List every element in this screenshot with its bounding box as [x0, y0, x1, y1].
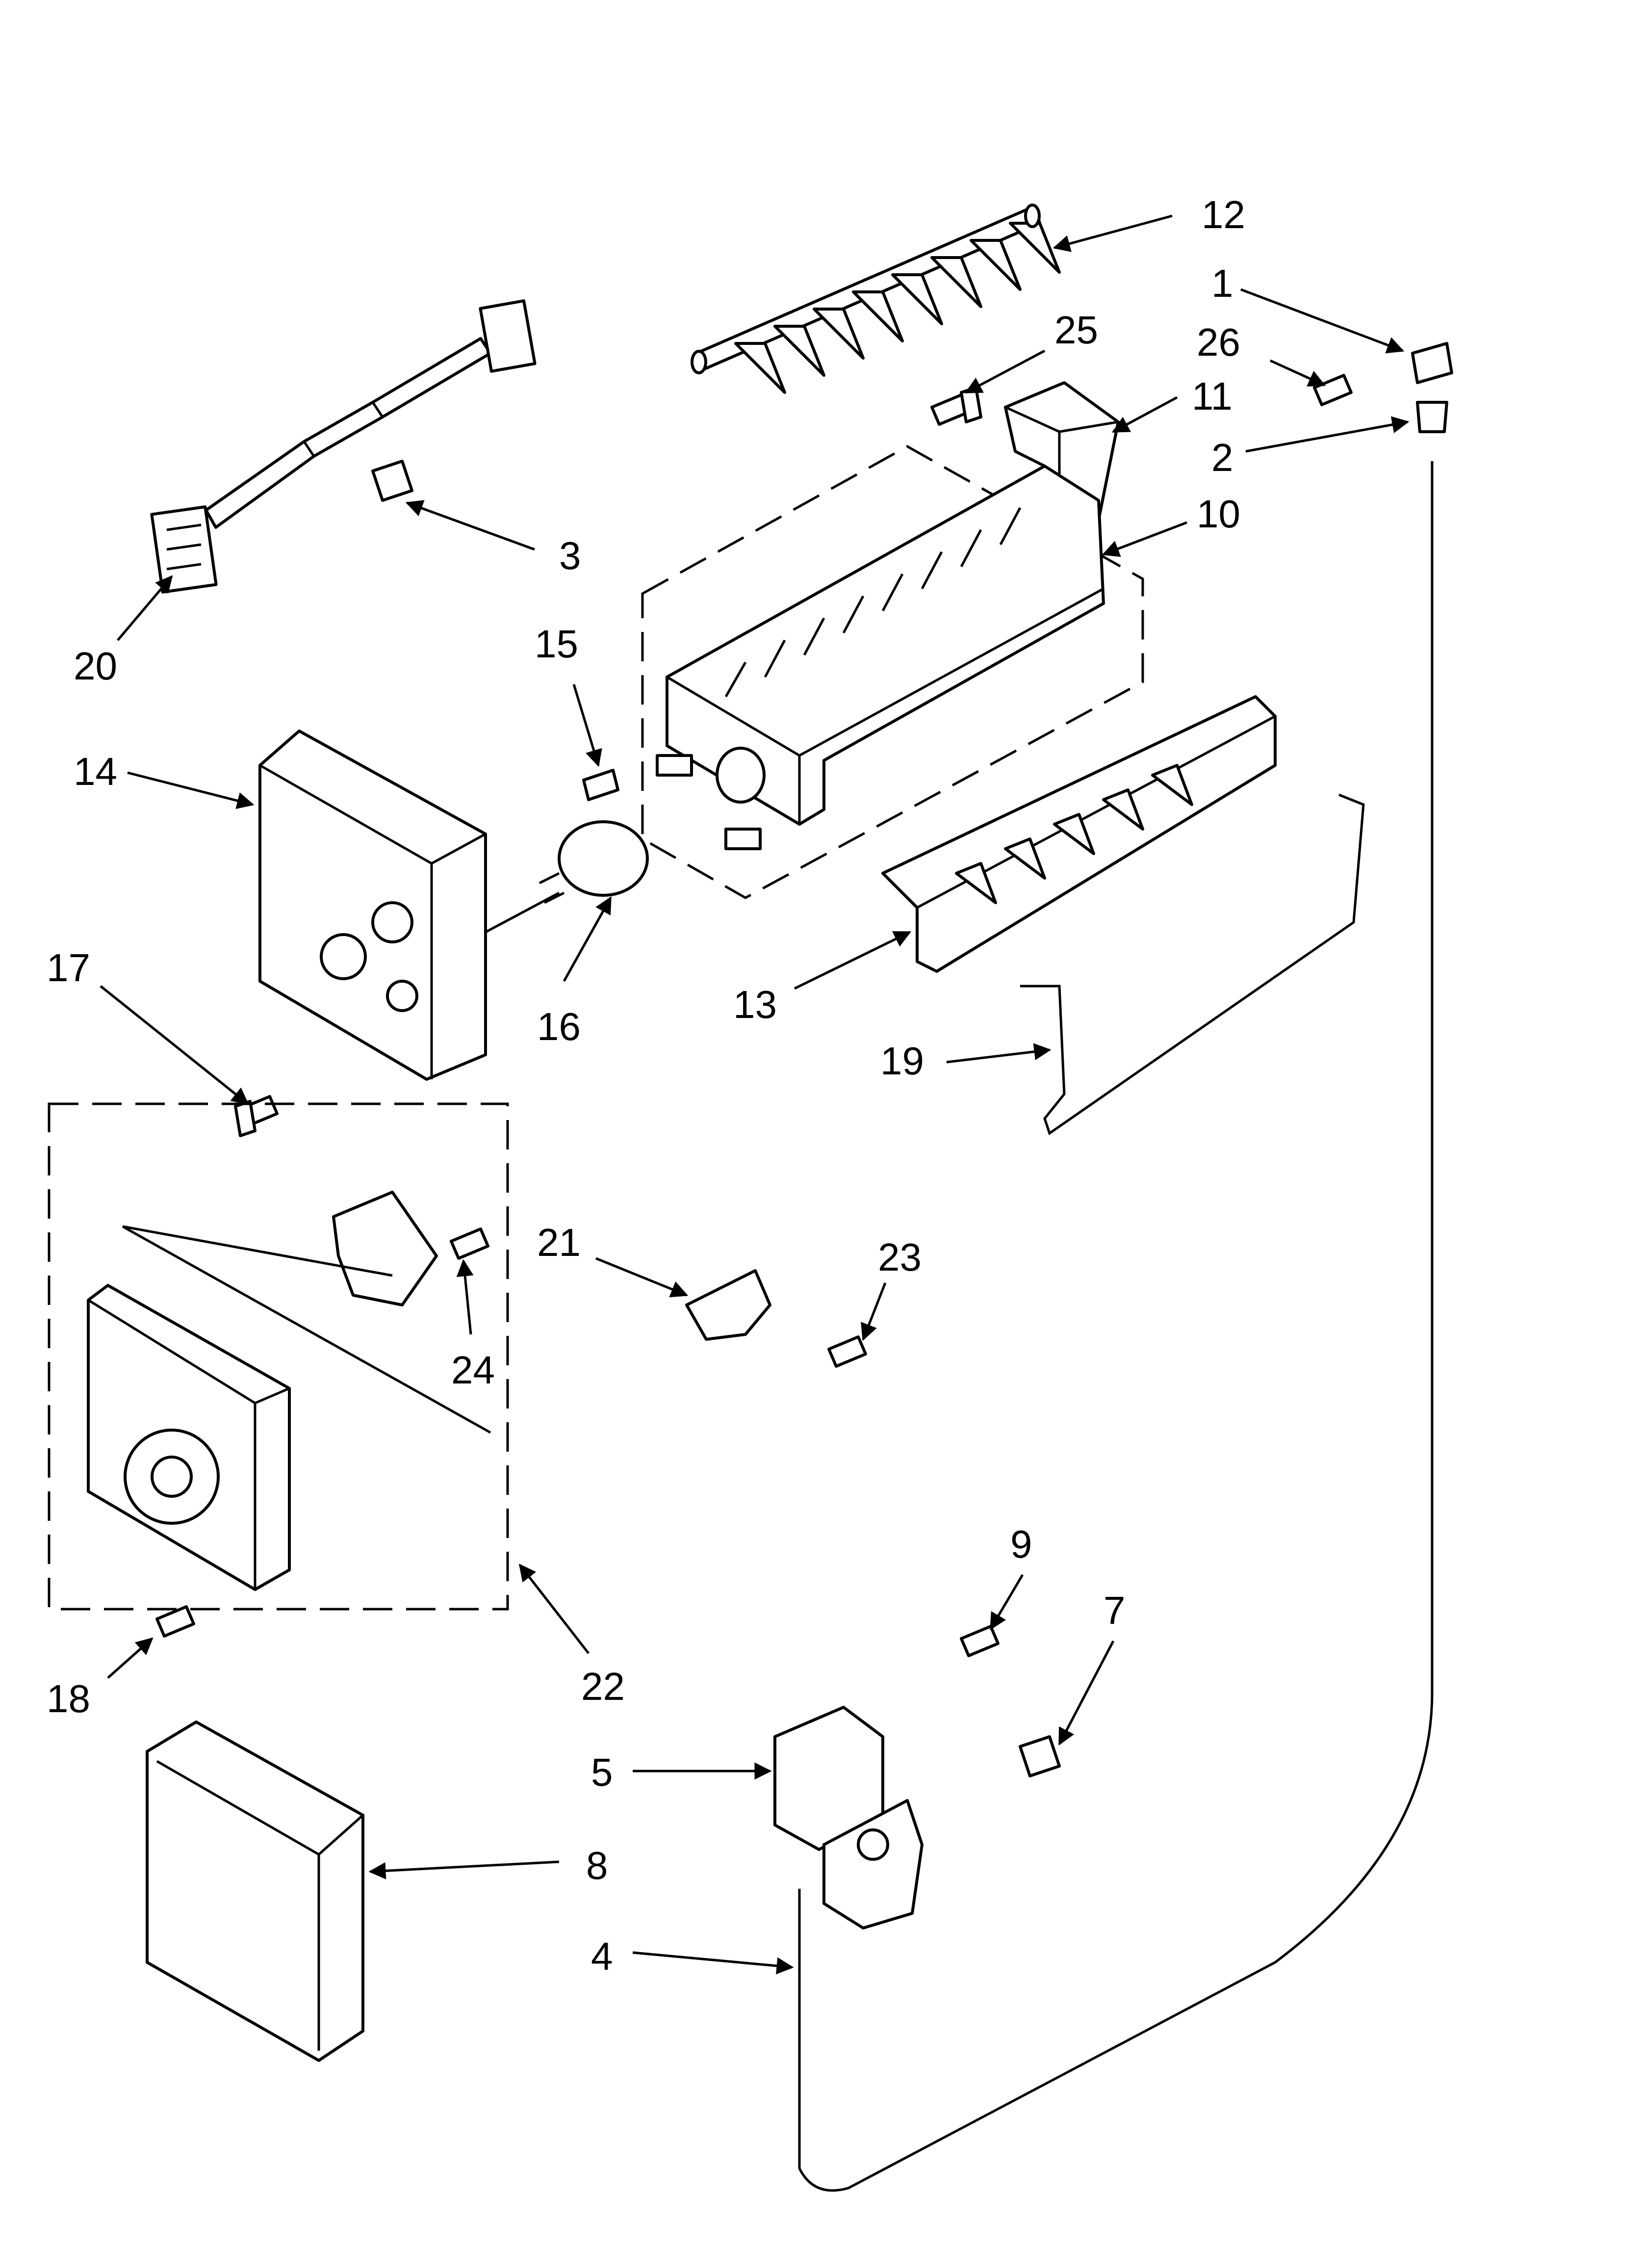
control-module-part-22 [48, 1102, 509, 1611]
callout-16: 16 [537, 1005, 581, 1048]
icemaker-housing-part-14 [258, 730, 560, 1081]
ice-mold-part-10 [641, 445, 1144, 899]
screw-part-18 [155, 1605, 195, 1638]
callout-11: 11 [1192, 374, 1232, 418]
callout-19: 19 [880, 1039, 924, 1083]
ejector-rail-part-12 [691, 204, 1061, 394]
thermostat-part-16 [539, 820, 649, 904]
bracket-part-21 [685, 1269, 771, 1341]
callout-23: 23 [878, 1235, 922, 1279]
callout-21: 21 [537, 1221, 581, 1264]
callout-labels: 12 1 25 26 11 2 10 3 20 15 14 17 16 13 1… [47, 193, 1245, 1978]
callout-9: 9 [1010, 1522, 1032, 1566]
harness-clip-part-3 [371, 460, 413, 502]
screw-part-23 [827, 1335, 867, 1368]
callout-2: 2 [1211, 436, 1233, 479]
callout-4: 4 [591, 1934, 613, 1978]
screw-part-9 [960, 1625, 1000, 1657]
callout-17: 17 [47, 946, 90, 990]
clip-part-15 [582, 769, 619, 801]
callout-18: 18 [47, 1677, 90, 1721]
callout-26: 26 [1197, 320, 1240, 364]
ice-stripper-part-13 [881, 695, 1277, 973]
wire-harness-part-20 [150, 299, 537, 594]
screw-part-26 [1313, 374, 1353, 406]
callout-5: 5 [591, 1750, 613, 1794]
callout-1: 1 [1211, 261, 1233, 305]
cover-part-8 [146, 1721, 364, 2062]
screw-part-25 [930, 386, 982, 426]
water-valve-part-5 [773, 1706, 924, 1929]
screw-part-24 [450, 1227, 489, 1260]
callout-22: 22 [581, 1665, 625, 1708]
callout-12: 12 [1202, 193, 1245, 236]
callout-25: 25 [1054, 308, 1098, 352]
shutoff-arm-part-19 [1020, 793, 1365, 1135]
clamp-part-1 [1411, 342, 1453, 384]
water-tube-part-4 [798, 461, 1434, 2192]
screw-part-17 [234, 1095, 279, 1137]
callout-8: 8 [586, 1844, 608, 1887]
callout-15: 15 [535, 622, 578, 666]
callout-24: 24 [451, 1348, 495, 1392]
fitting-part-2 [1416, 401, 1448, 433]
clip-part-7 [1019, 1735, 1061, 1777]
callout-3: 3 [559, 534, 581, 577]
callout-10: 10 [1197, 492, 1240, 536]
leader-lines [100, 214, 1410, 1975]
callout-14: 14 [74, 750, 117, 793]
callout-7: 7 [1103, 1589, 1126, 1632]
callout-20: 20 [74, 644, 117, 688]
callout-13: 13 [733, 983, 777, 1026]
